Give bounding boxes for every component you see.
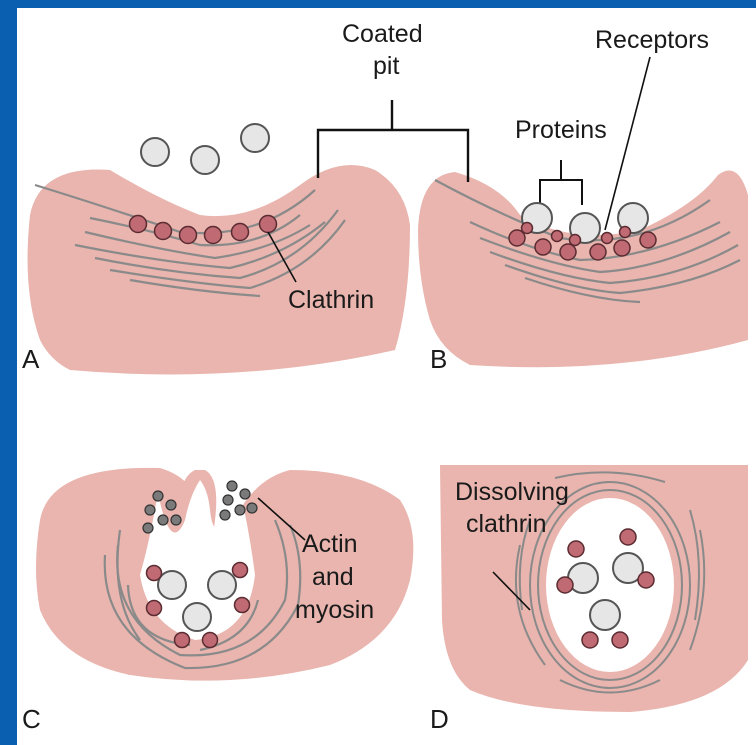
panel-label-d: D [430, 704, 449, 734]
panel-label-b: B [430, 344, 447, 374]
actin-label-line3: myosin [295, 596, 374, 624]
panel-label-a: A [22, 344, 40, 374]
dissolving-label-line2: clathrin [466, 510, 547, 538]
protein-particle [191, 146, 219, 174]
protein-particle [141, 138, 169, 166]
protein-particle [241, 124, 269, 152]
dissolving-label-line1: Dissolving [455, 478, 569, 506]
receptors-label: Receptors [595, 26, 709, 54]
actin-label-line2: and [312, 563, 354, 591]
actin-label-line1: Actin [302, 530, 358, 558]
clathrin-label: Clathrin [288, 286, 374, 314]
protein-particle [208, 571, 236, 599]
coated-pit-label-line1: Coated [342, 20, 423, 48]
proteins-label: Proteins [515, 116, 607, 144]
coated-pit-label-line2: pit [373, 52, 399, 80]
protein-particle [158, 571, 186, 599]
protein-particle [590, 600, 620, 630]
panel-label-c: C [22, 704, 41, 734]
protein-particle [183, 603, 211, 631]
